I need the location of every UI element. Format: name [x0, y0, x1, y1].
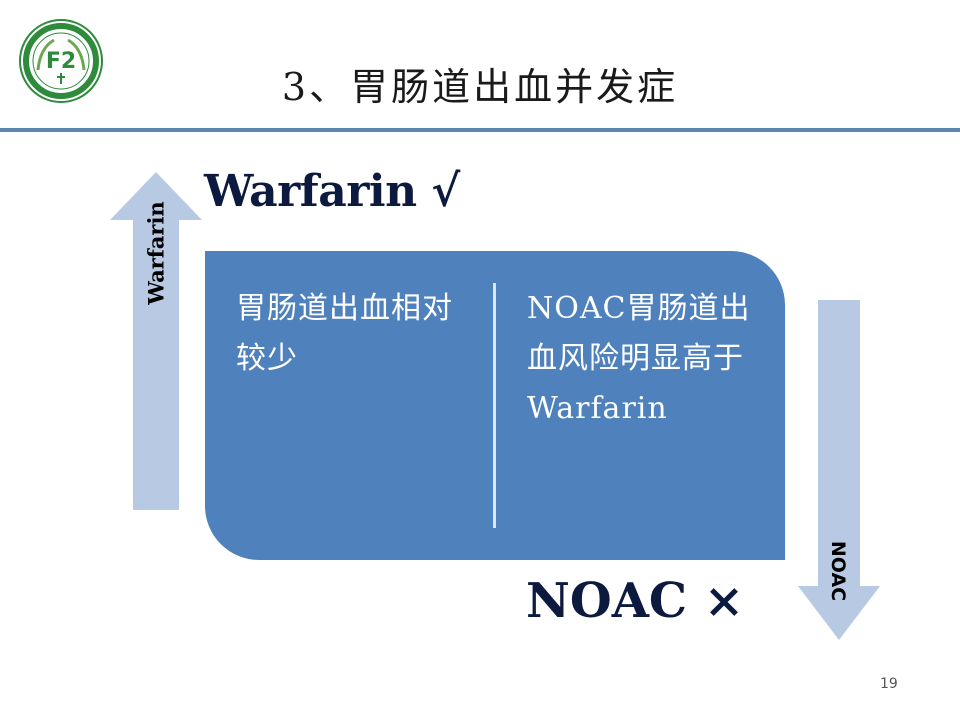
- page-number: 19: [880, 676, 898, 692]
- right-comparison-text: NOAC胃肠道出血风险明显高于Warfarin: [527, 291, 751, 426]
- left-comparison-text: 胃肠道出血相对较少: [236, 291, 453, 376]
- hospital-emblem-icon: F2: [18, 18, 104, 104]
- logo-mark: F2: [46, 49, 76, 74]
- slide-title: 3、胃肠道出血并发症: [281, 65, 679, 109]
- warfarin-check-label: Warfarin √: [204, 166, 460, 217]
- down-arrow-label: NOAC: [827, 540, 849, 602]
- up-arrow-label: Warfarin: [143, 201, 169, 305]
- noac-cross-label: NOAC ×: [526, 573, 745, 629]
- down-arrow-icon: [798, 300, 880, 640]
- box-divider: [493, 283, 496, 528]
- title-divider: [0, 128, 960, 132]
- up-arrow-icon: [110, 172, 202, 510]
